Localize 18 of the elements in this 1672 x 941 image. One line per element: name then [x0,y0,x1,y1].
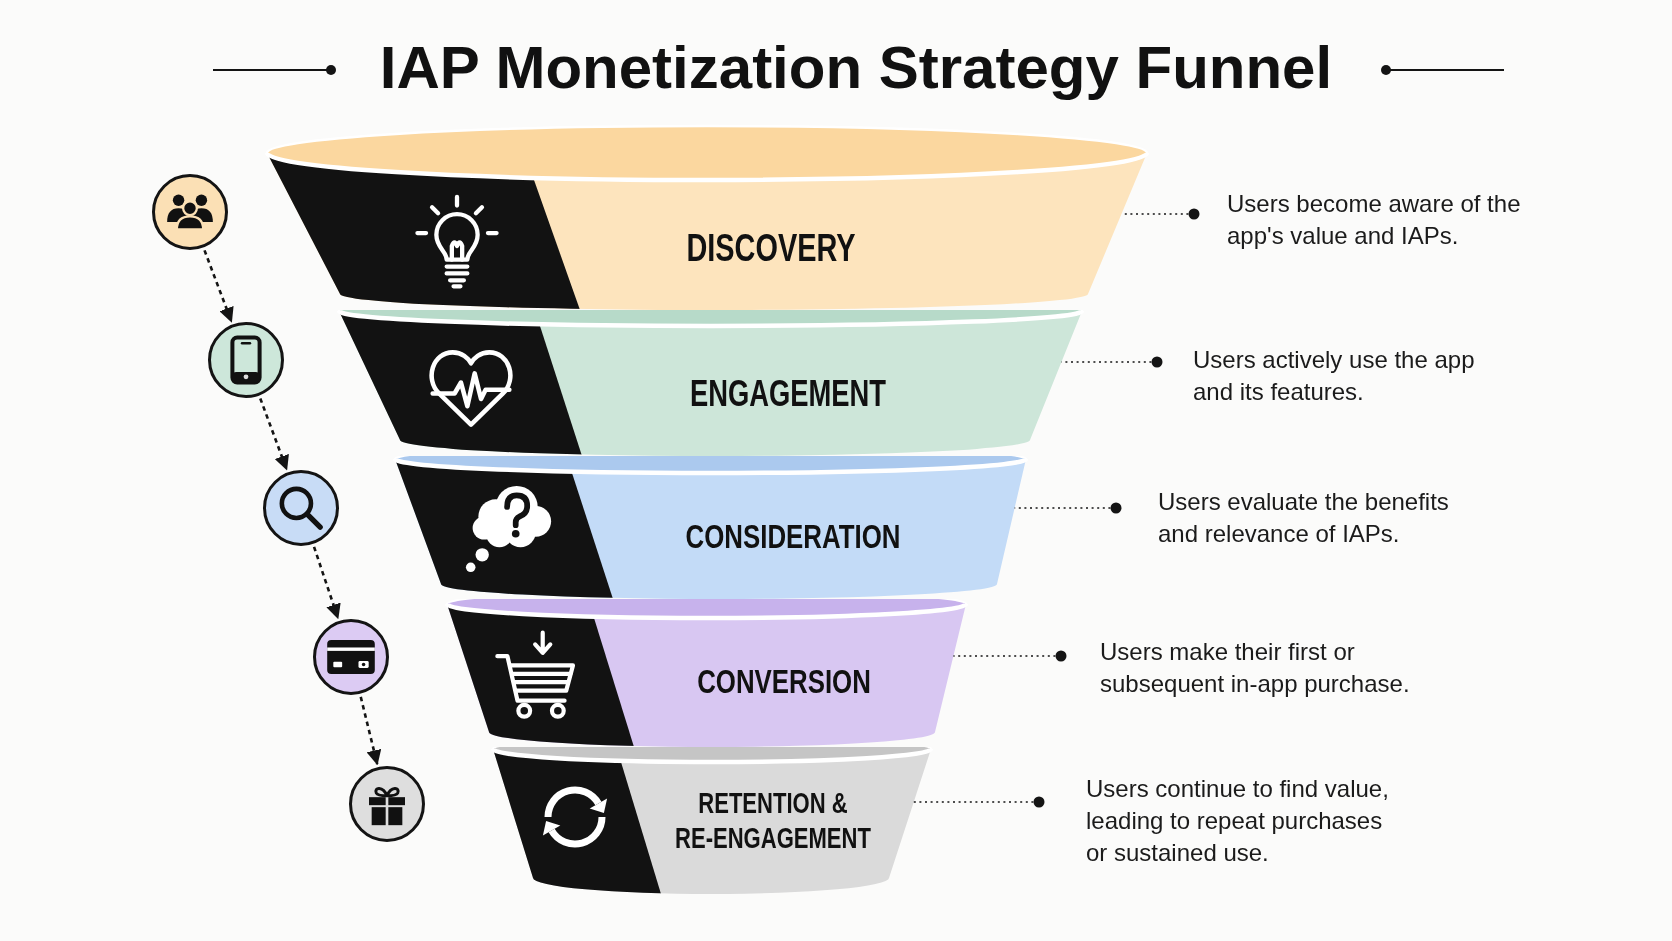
leader-line [1060,356,1163,368]
stage-label: DISCOVERY [686,226,856,272]
stage-label: CONSIDERATION [685,515,901,557]
stage-label: CONVERSION [697,660,871,702]
stage-label: ENGAGEMENT [689,372,887,416]
stage-description: Users evaluate the benefits and relevance of IAPs. [1110,486,1468,550]
arrow [259,397,289,471]
title: IAP Monetization Strategy Funnel [379,33,1333,103]
stage-description: Users continue to find value, leading to repeat purchases or sustained use. [1033,773,1398,869]
stage-description: Users make their first or subsequent in-app purchase. [1055,636,1430,700]
stage-description: Users actively use the app and its features. [1151,344,1493,408]
stage-label: RETENTION & RE-ENGAGEMENT [674,786,872,856]
arrow [359,696,382,766]
leader-line [952,650,1067,662]
arrow [312,546,341,620]
stage-description: Users become aware of the app's value and IAPs. [1188,188,1537,252]
leader-line [912,796,1045,808]
arrow [203,249,234,323]
